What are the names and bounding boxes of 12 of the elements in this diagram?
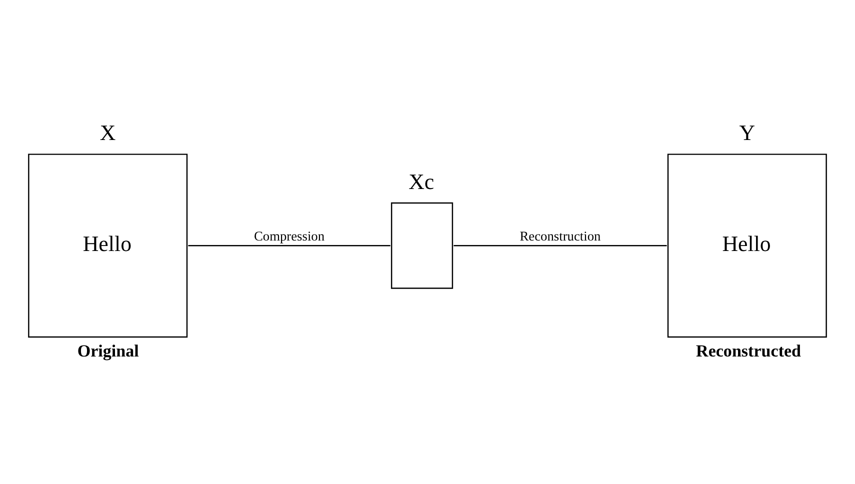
edge-label: Compression: [254, 228, 325, 244]
connector: [188, 245, 390, 246]
node-box: Hello: [28, 154, 188, 338]
node-label: Y: [739, 120, 756, 146]
node-label: X: [100, 120, 116, 146]
node-label: Reconstructed: [696, 342, 802, 361]
edge-label: Reconstruction: [520, 228, 601, 244]
node-box: [390, 202, 454, 289]
node-box: Hello: [667, 154, 827, 338]
node-label: Xc: [408, 168, 434, 194]
node-label: Original: [77, 342, 139, 361]
connector: [454, 245, 667, 246]
